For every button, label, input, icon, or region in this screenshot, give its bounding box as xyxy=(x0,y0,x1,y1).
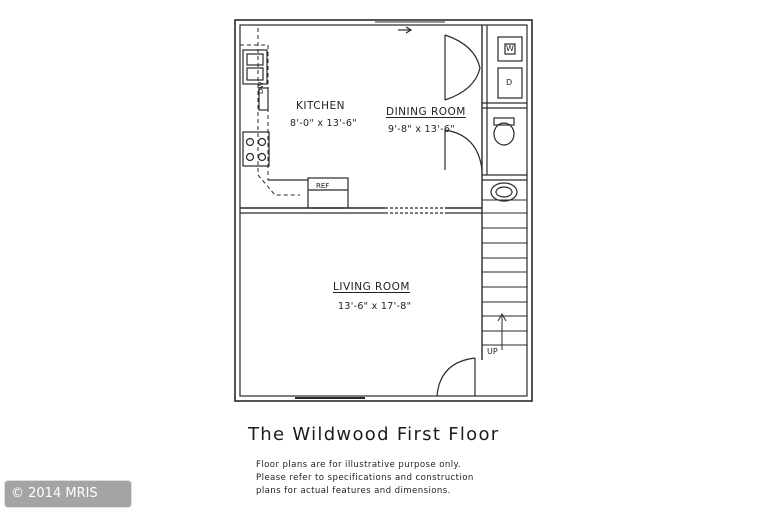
burner-icon xyxy=(257,137,267,147)
refrigerator-box xyxy=(307,177,349,209)
plan-title: The Wildwood First Floor xyxy=(248,424,500,445)
counter-run-left xyxy=(257,174,300,196)
dishwasher-box xyxy=(258,87,269,111)
refrigerator-label: REF xyxy=(316,182,330,190)
bath-door-swing xyxy=(444,129,483,171)
disclaimer-line-3: plans for actual features and dimensions… xyxy=(256,486,451,496)
burner-icon xyxy=(245,137,255,147)
washer-inner xyxy=(504,43,516,55)
washer-label: W xyxy=(506,44,514,53)
staircase xyxy=(482,199,527,350)
burner-icon xyxy=(245,152,255,162)
kitchen-sink-basin-2 xyxy=(246,67,264,81)
toilet-tank xyxy=(493,117,515,126)
hall-sink xyxy=(490,182,518,202)
washer-box xyxy=(497,36,523,62)
top-window-arrowhead xyxy=(405,26,413,34)
disclaimer-line-2: Please refer to specifications and const… xyxy=(256,473,474,483)
kitchen-sink xyxy=(242,49,268,85)
closet-door-swing-2 xyxy=(444,67,481,101)
exterior-wall-outer xyxy=(234,19,533,402)
range xyxy=(242,131,270,167)
toilet-bowl xyxy=(493,122,515,146)
watermark-text: © 2014 MRIS xyxy=(11,486,98,501)
dining-room-dimensions: 9'-8" x 13'-6" xyxy=(388,124,455,135)
dining-room-label: DINING ROOM xyxy=(386,106,466,118)
burner-icon xyxy=(257,152,267,162)
exterior-wall-inner xyxy=(239,24,528,397)
living-room-label: LIVING ROOM xyxy=(333,281,410,293)
dryer-box xyxy=(497,67,523,99)
kitchen-label: KITCHEN xyxy=(296,100,345,112)
dishwasher-label: DW xyxy=(257,81,265,94)
disclaimer-line-1: Floor plans are for illustrative purpose… xyxy=(256,460,461,470)
entry-door-swing xyxy=(436,357,476,397)
kitchen-sink-basin-1 xyxy=(246,53,264,66)
closet-door-swing-1 xyxy=(444,34,481,69)
dryer-label: D xyxy=(506,78,513,87)
living-room-dimensions: 13'-6" x 17'-8" xyxy=(338,301,412,312)
hall-sink-inner xyxy=(495,186,513,198)
stairs-up-label: UP xyxy=(487,347,498,356)
mris-watermark: © 2014 MRIS xyxy=(4,480,132,508)
kitchen-dimensions: 8'-0" x 13'-6" xyxy=(290,118,357,129)
